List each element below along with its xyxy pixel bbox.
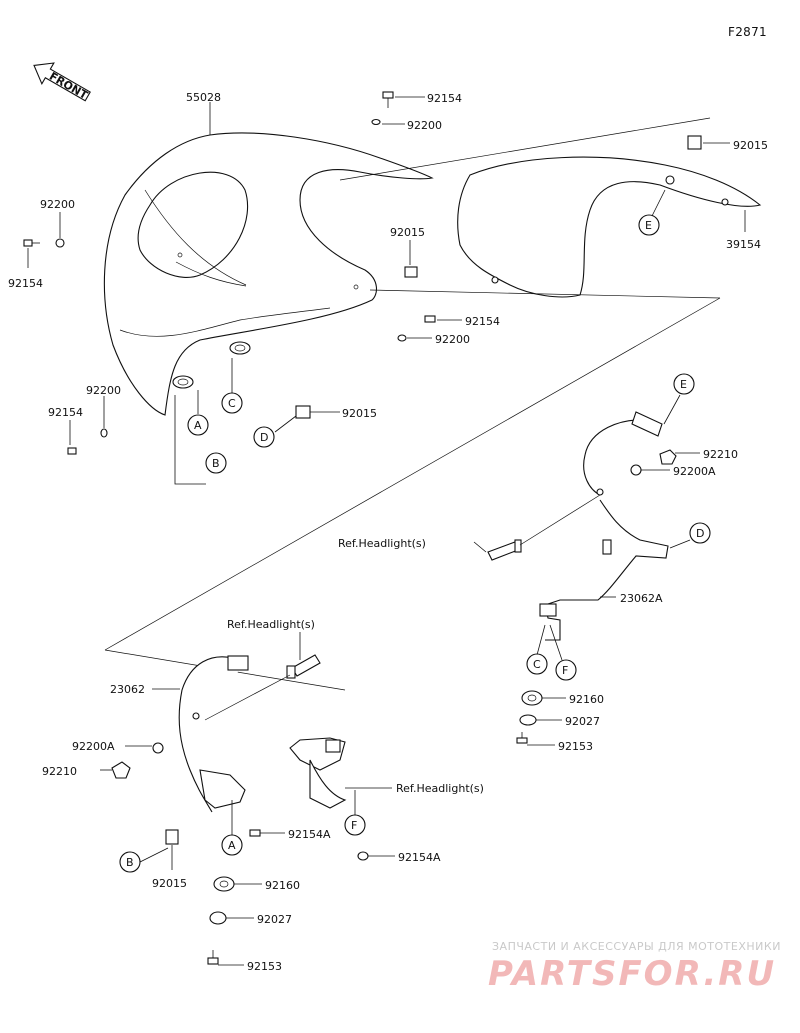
label-92153-right: 92153 xyxy=(558,740,593,753)
callout-F-3: F xyxy=(344,814,366,836)
svg-text:D: D xyxy=(260,431,268,444)
label-92200-top: 92200 xyxy=(407,119,442,132)
label-92027-right: 92027 xyxy=(565,715,600,728)
label-92200-left: 92200 xyxy=(40,198,75,211)
label-55028: 55028 xyxy=(186,91,221,104)
label-92154-left: 92154 xyxy=(8,277,43,290)
svg-text:F: F xyxy=(562,664,568,677)
label-39154: 39154 xyxy=(726,238,761,251)
svg-text:B: B xyxy=(212,457,220,470)
callout-B-3: B xyxy=(119,851,141,873)
label-92160-left: 92160 xyxy=(265,879,300,892)
svg-text:E: E xyxy=(645,219,652,232)
label-23062: 23062 xyxy=(110,683,145,696)
label-92200-mid: 92200 xyxy=(435,333,470,346)
leader-lines xyxy=(27,96,746,966)
callout-E-1: E xyxy=(638,214,660,236)
svg-text:A: A xyxy=(228,839,236,852)
label-92153-left: 92153 xyxy=(247,960,282,973)
label-92200A-right: 92200A xyxy=(673,465,716,478)
stay-left-23062 xyxy=(178,655,347,813)
callouts: A B C D E E D C F A B F xyxy=(119,214,711,873)
label-92210-right: 92210 xyxy=(703,448,738,461)
part-labels: 55028 92154 92200 92015 39154 92200 9215… xyxy=(8,91,768,973)
callout-C-2: C xyxy=(526,653,548,675)
windshield-cowl xyxy=(103,117,762,691)
label-92200A-left: 92200A xyxy=(72,740,115,753)
callout-B-1: B xyxy=(205,452,227,474)
label-23062A: 23062A xyxy=(620,592,663,605)
stay-right-23062A xyxy=(539,411,669,641)
callout-A-3: A xyxy=(221,834,243,856)
callout-F-2: F xyxy=(555,659,577,681)
label-92015-right: 92015 xyxy=(733,139,768,152)
label-92154-top: 92154 xyxy=(427,92,462,105)
svg-text:E: E xyxy=(680,378,687,391)
label-92154A-left: 92154A xyxy=(288,828,331,841)
label-ref-headlight-mid: Ref.Headlight(s) xyxy=(396,782,484,795)
svg-text:C: C xyxy=(533,658,541,671)
label-92210-left: 92210 xyxy=(42,765,77,778)
hardware-windshield xyxy=(23,91,702,455)
label-ref-headlight-right: Ref.Headlight(s) xyxy=(338,537,426,550)
callout-D-1: D xyxy=(253,426,275,448)
label-92027-left: 92027 xyxy=(257,913,292,926)
callout-D-2: D xyxy=(689,522,711,544)
svg-text:C: C xyxy=(228,397,236,410)
label-92160-right: 92160 xyxy=(569,693,604,706)
svg-text:F: F xyxy=(351,819,357,832)
hardware-left-stay xyxy=(111,654,369,965)
label-ref-headlight-left: Ref.Headlight(s) xyxy=(227,618,315,631)
label-92015-mid: 92015 xyxy=(390,226,425,239)
watermark-logo: PARTSFOR.RU xyxy=(488,954,776,994)
callout-E-2: E xyxy=(673,373,695,395)
label-92154-mid: 92154 xyxy=(465,315,500,328)
svg-text:D: D xyxy=(696,527,704,540)
watermark-tagline: ЗАПЧАСТИ И АКСЕССУАРЫ ДЛЯ МОТОТЕХНИКИ xyxy=(492,940,781,953)
svg-text:B: B xyxy=(126,856,134,869)
svg-text:A: A xyxy=(194,419,202,432)
label-92015-low: 92015 xyxy=(342,407,377,420)
front-label: FRONT xyxy=(47,70,90,103)
label-92154A-right: 92154A xyxy=(398,851,441,864)
hardware-right-stay xyxy=(487,449,677,744)
front-arrow-icon: FRONT xyxy=(33,62,91,103)
figure-code: F2871 xyxy=(728,25,767,39)
label-92154-low: 92154 xyxy=(48,406,83,419)
callout-A-1: A xyxy=(187,414,209,436)
label-92015-bottom: 92015 xyxy=(152,877,187,890)
label-92200-low: 92200 xyxy=(86,384,121,397)
callout-C-1: C xyxy=(221,392,243,414)
